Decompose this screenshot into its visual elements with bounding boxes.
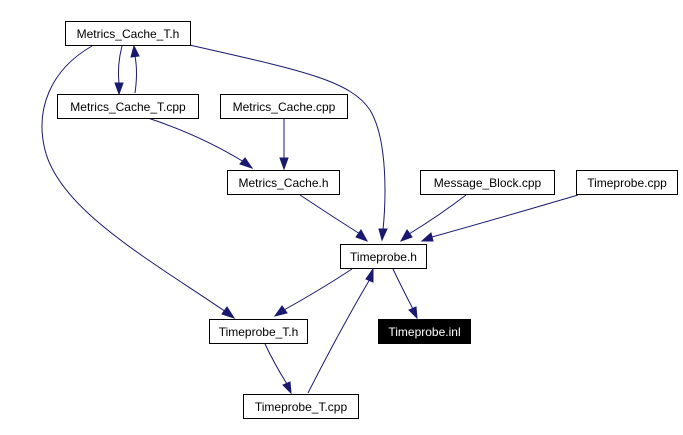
node-message-block-cpp[interactable]: Message_Block.cpp xyxy=(420,170,555,195)
edge-metrics-cache-h-to-timeprobe-h xyxy=(299,194,369,242)
node-label: Timeprobe.inl xyxy=(388,325,460,339)
node-label: Timeprobe.cpp xyxy=(587,176,667,190)
node-label: Metrics_Cache.cpp xyxy=(233,100,336,114)
node-label: Metrics_Cache_T.cpp xyxy=(70,100,186,114)
node-label: Timeprobe_T.h xyxy=(219,325,299,339)
node-timeprobe-t-h[interactable]: Timeprobe_T.h xyxy=(209,319,308,344)
node-label: Timeprobe_T.cpp xyxy=(255,400,348,414)
node-label: Metrics_Cache_T.h xyxy=(77,27,180,41)
node-label: Message_Block.cpp xyxy=(434,176,542,190)
edge-message-block-cpp-to-timeprobe-h xyxy=(399,194,467,242)
node-label: Metrics_Cache.h xyxy=(238,176,328,190)
edge-timeprobe-h-to-timeprobe-inl xyxy=(392,268,418,320)
edge-timeprobe-cpp-to-timeprobe-h xyxy=(420,194,579,242)
edge-timeprobe-h-to-timeprobe-t-h xyxy=(273,268,353,317)
edge-metrics-cache-cpp-to-metrics-cache-h xyxy=(279,119,289,171)
edge-timeprobe-t-cpp-to-timeprobe-h xyxy=(307,267,374,394)
node-metrics-cache-t-h[interactable]: Metrics_Cache_T.h xyxy=(65,21,191,46)
node-metrics-cache-h[interactable]: Metrics_Cache.h xyxy=(227,170,340,195)
node-timeprobe-inl[interactable]: Timeprobe.inl xyxy=(378,319,471,344)
node-metrics-cache-cpp[interactable]: Metrics_Cache.cpp xyxy=(220,94,348,119)
edge-timeprobe-t-h-to-timeprobe-t-cpp xyxy=(264,343,292,395)
node-timeprobe-h[interactable]: Timeprobe.h xyxy=(340,244,427,269)
edge-metrics-cache-t-cpp-to-metrics-cache-t-h xyxy=(130,44,140,94)
nodes: Metrics_Cache_T.h Metrics_Cache_T.cpp Me… xyxy=(57,21,678,419)
node-label: Timeprobe.h xyxy=(350,250,417,264)
node-timeprobe-t-cpp[interactable]: Timeprobe_T.cpp xyxy=(243,394,359,419)
node-timeprobe-cpp[interactable]: Timeprobe.cpp xyxy=(576,170,678,195)
edge-metrics-cache-t-h-to-metrics-cache-t-cpp xyxy=(114,45,124,96)
edges xyxy=(41,43,579,395)
node-metrics-cache-t-cpp[interactable]: Metrics_Cache_T.cpp xyxy=(57,94,199,119)
edge-metrics-cache-t-h-to-timeprobe-h xyxy=(184,43,388,242)
edge-metrics-cache-t-cpp-to-metrics-cache-h xyxy=(144,116,254,169)
edge-metrics-cache-t-h-to-timeprobe-t-h xyxy=(41,45,236,319)
